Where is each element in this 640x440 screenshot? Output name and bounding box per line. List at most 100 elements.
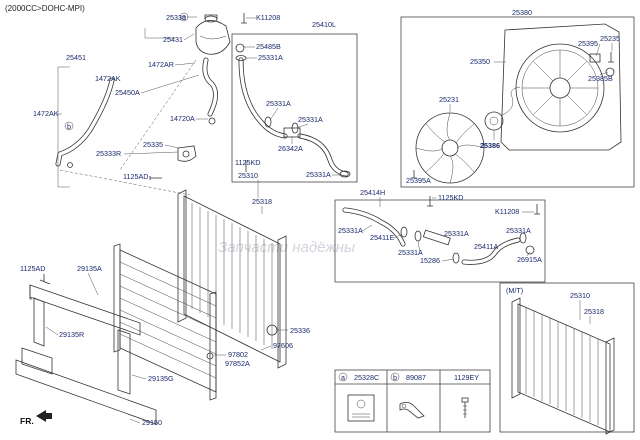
front-direction-indicator: FR.	[20, 410, 52, 426]
legend-b-code[interactable]: 89087	[406, 373, 426, 382]
fan-box	[400, 16, 635, 188]
part-25380[interactable]: 25380	[512, 8, 532, 17]
bolt-icon	[461, 397, 469, 418]
part-25336[interactable]: 25336	[290, 326, 310, 335]
legend-b-marker: b	[393, 373, 397, 382]
part-25310-main[interactable]: 25310	[238, 171, 258, 180]
carrier-lower	[15, 359, 157, 425]
part-29135A[interactable]: 29135A	[77, 264, 102, 273]
radiator-tank-left	[177, 189, 187, 323]
part-25331A-8[interactable]: 25331A	[398, 248, 423, 257]
condenser	[113, 243, 217, 401]
bolt-k11208-upper	[241, 13, 247, 24]
fan-shroud	[500, 23, 622, 151]
radiator-core	[183, 195, 281, 363]
part-25331A-4[interactable]: 25331A	[306, 170, 331, 179]
part-25333R[interactable]: 25333R	[96, 149, 121, 158]
mt-box	[499, 282, 635, 433]
mt-radiator-core	[517, 303, 611, 433]
part-25410L[interactable]: 25410L	[312, 20, 336, 29]
reservoir-tank	[195, 20, 231, 55]
reservoir-bracket	[177, 145, 197, 162]
part-1472AR[interactable]: 1472AR	[148, 60, 174, 69]
legend-a-marker: a	[341, 373, 345, 382]
part-15286[interactable]: 15286	[420, 256, 440, 265]
mt-label: (M/T)	[506, 286, 523, 295]
radiator-tank-right	[277, 235, 287, 369]
part-25231[interactable]: 25231	[439, 95, 459, 104]
watermark-text: Запчасти надёжны	[218, 239, 355, 256]
upper-hose-b	[297, 133, 349, 177]
part-1472AK-lower[interactable]: 1472AK	[33, 109, 59, 118]
part-25450A[interactable]: 25450A	[115, 88, 140, 97]
part-25386[interactable]: 25386	[480, 141, 500, 150]
watermark: Запчасти надёжны	[218, 239, 355, 256]
upper-hose-box	[231, 33, 358, 183]
part-1125KD-lower[interactable]: 1125KD	[438, 193, 463, 202]
part-25350[interactable]: 25350	[470, 57, 490, 66]
part-25385B[interactable]: 25385B	[588, 74, 613, 83]
mt-radiator-group	[499, 282, 635, 435]
part-K11208-lower[interactable]: K11208	[495, 207, 519, 216]
callout-a-marker: a	[182, 13, 186, 22]
part-25235[interactable]: 25235	[600, 34, 620, 43]
lower-hose-pipe	[422, 229, 451, 246]
part-25331A-2[interactable]: 25331A	[266, 99, 291, 108]
part-26342A[interactable]: 26342A	[278, 144, 303, 153]
part-1125KD-upper[interactable]: 1125KD	[235, 158, 260, 167]
reservoir-group: a b	[55, 12, 231, 196]
reservoir-cap	[204, 15, 218, 23]
part-25331A-3[interactable]: 25331A	[298, 115, 323, 124]
fan-motor	[484, 111, 504, 131]
part-1125AD-upper[interactable]: 1125AD	[123, 172, 148, 181]
air-guard-right	[117, 329, 131, 395]
part-29135R[interactable]: 29135R	[59, 330, 84, 339]
part-25451[interactable]: 25451	[66, 53, 86, 62]
callout-b-marker: b	[67, 122, 71, 131]
fan-blade	[415, 112, 485, 184]
part-25318-main[interactable]: 25318	[252, 197, 272, 206]
part-25414H[interactable]: 25414H	[360, 188, 385, 197]
part-29135G[interactable]: 29135G	[148, 374, 174, 383]
part-26915A[interactable]: 26915A	[517, 255, 542, 264]
part-K11208-upper[interactable]: K11208	[256, 13, 280, 22]
part-25331A-5[interactable]: 25331A	[338, 226, 363, 235]
radiator-cap-label-icon	[347, 394, 375, 422]
part-25330[interactable]: 25330	[166, 13, 186, 22]
air-guard-left	[33, 297, 45, 347]
part-25310-mt[interactable]: 25310	[570, 291, 590, 300]
part-97802[interactable]: 97802	[228, 350, 248, 359]
radiator	[177, 189, 287, 369]
lower-hose-group	[334, 196, 546, 283]
engine-variant-title: (2000CC>DOHC-MPI)	[5, 4, 85, 13]
hose-clip-icon	[399, 402, 425, 419]
part-97852A[interactable]: 97852A	[225, 359, 250, 368]
part-25318-mt[interactable]: 25318	[584, 307, 604, 316]
part-25431[interactable]: 25431	[163, 35, 183, 44]
part-25411A[interactable]: 25411A	[474, 242, 498, 251]
lower-hose-box	[334, 199, 546, 283]
part-29150[interactable]: 29150	[142, 418, 162, 427]
part-25395[interactable]: 25395	[578, 39, 598, 48]
legend-c-code[interactable]: 1129EY	[454, 373, 479, 382]
part-25395A[interactable]: 25395A	[406, 176, 431, 185]
part-25331A-7[interactable]: 25331A	[506, 226, 531, 235]
fan-group	[400, 16, 635, 188]
part-25411E[interactable]: 25411E	[370, 233, 394, 242]
legend-table: a 25328C b 89087 1129EY	[334, 369, 491, 433]
part-97606[interactable]: 97606	[273, 341, 293, 350]
part-25485B[interactable]: 25485B	[256, 42, 281, 51]
part-25335[interactable]: 25335	[143, 140, 163, 149]
upper-hose-group	[231, 13, 358, 183]
part-14720A[interactable]: 14720A	[170, 114, 195, 123]
front-arrow-icon	[36, 410, 52, 422]
front-carrier	[15, 274, 157, 425]
part-25331A-6[interactable]: 25331A	[444, 229, 469, 238]
part-1125AD-lower[interactable]: 1125AD	[20, 264, 45, 273]
legend-a-code[interactable]: 25328C	[354, 373, 379, 382]
front-label: FR.	[20, 416, 34, 426]
part-1472AK-upper[interactable]: 1472AK	[95, 74, 121, 83]
part-25331A-1[interactable]: 25331A	[258, 53, 283, 62]
